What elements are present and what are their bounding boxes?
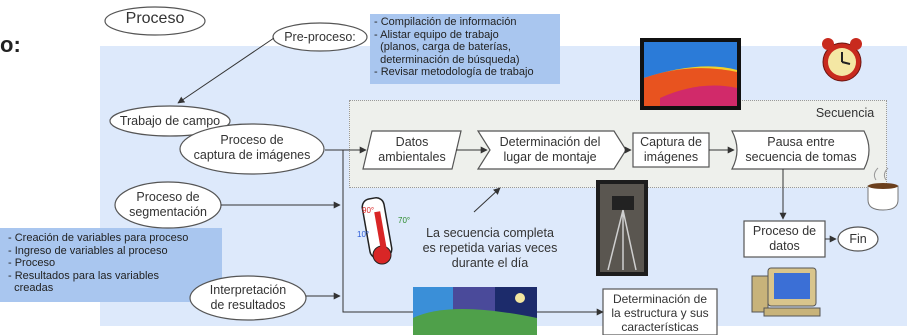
thermal-image-icon [640, 38, 741, 110]
tripod-camera-icon [596, 180, 648, 276]
thermometer-label-1: 90° [362, 206, 375, 215]
preproceso-ellipse [272, 22, 368, 52]
captura-imagenes-node: Captura de imágenes [640, 135, 702, 164]
segmentacion-list-box [0, 228, 222, 302]
pausa-shape [731, 130, 870, 170]
preproceso-list: - Compilación de información - Alistar e… [374, 16, 534, 79]
datos-ambientales-node: Datos ambientales [378, 135, 446, 164]
captura-node: Proceso de captura de imágenes [193, 133, 311, 162]
proceso-datos-node: Proceso de datos [752, 224, 817, 253]
segmentacion-list: - Creación de variables para proceso - I… [8, 232, 189, 295]
determinacion-estructura-node: Determinación de la estructura y sus car… [611, 292, 709, 334]
trabajo-campo-ellipse [109, 105, 231, 137]
segmentacion-node: Proceso de segmentación [129, 190, 207, 219]
pausa-node: Pausa entre secuencia de tomas [745, 135, 857, 164]
coffee-cup-icon [867, 167, 899, 211]
interpretacion-node: Interpretación de resultados [209, 283, 287, 312]
secuencia-label: Secuencia [815, 106, 875, 120]
proceso-datos-shape [743, 220, 826, 258]
preproceso-to-trabajo-arrow [177, 37, 275, 104]
secuencia-note: La secuencia completa es repetida varias… [422, 226, 558, 270]
captura-ellipse [179, 123, 325, 175]
proceso-title: Proceso [125, 10, 185, 27]
trabajo-campo-node: Trabajo de campo [119, 114, 221, 128]
fin-node: Fin [849, 232, 867, 246]
determinacion-lugar-node: Determinación del lugar de montaje [499, 135, 601, 164]
thermometer-icon [361, 197, 393, 265]
alarm-clock-icon [822, 38, 862, 82]
fin-ellipse [837, 226, 879, 252]
computer-icon [751, 267, 821, 317]
preproceso-list-box [370, 14, 560, 84]
captura-imagenes-shape [632, 132, 710, 168]
preproceso-node: Pre-proceso: [284, 30, 356, 44]
thermometer-label-3: 10° [357, 230, 370, 239]
thermometer-label-2: 70° [398, 216, 411, 225]
left-heading: o: [0, 32, 21, 57]
painting-icon [413, 287, 537, 335]
secuencia-note-arrow [473, 187, 501, 213]
proceso-title-ellipse [104, 6, 206, 36]
datos-ambientales-shape [362, 130, 462, 170]
interpretacion-ellipse [189, 275, 307, 321]
determinacion-lugar-shape [476, 130, 627, 170]
